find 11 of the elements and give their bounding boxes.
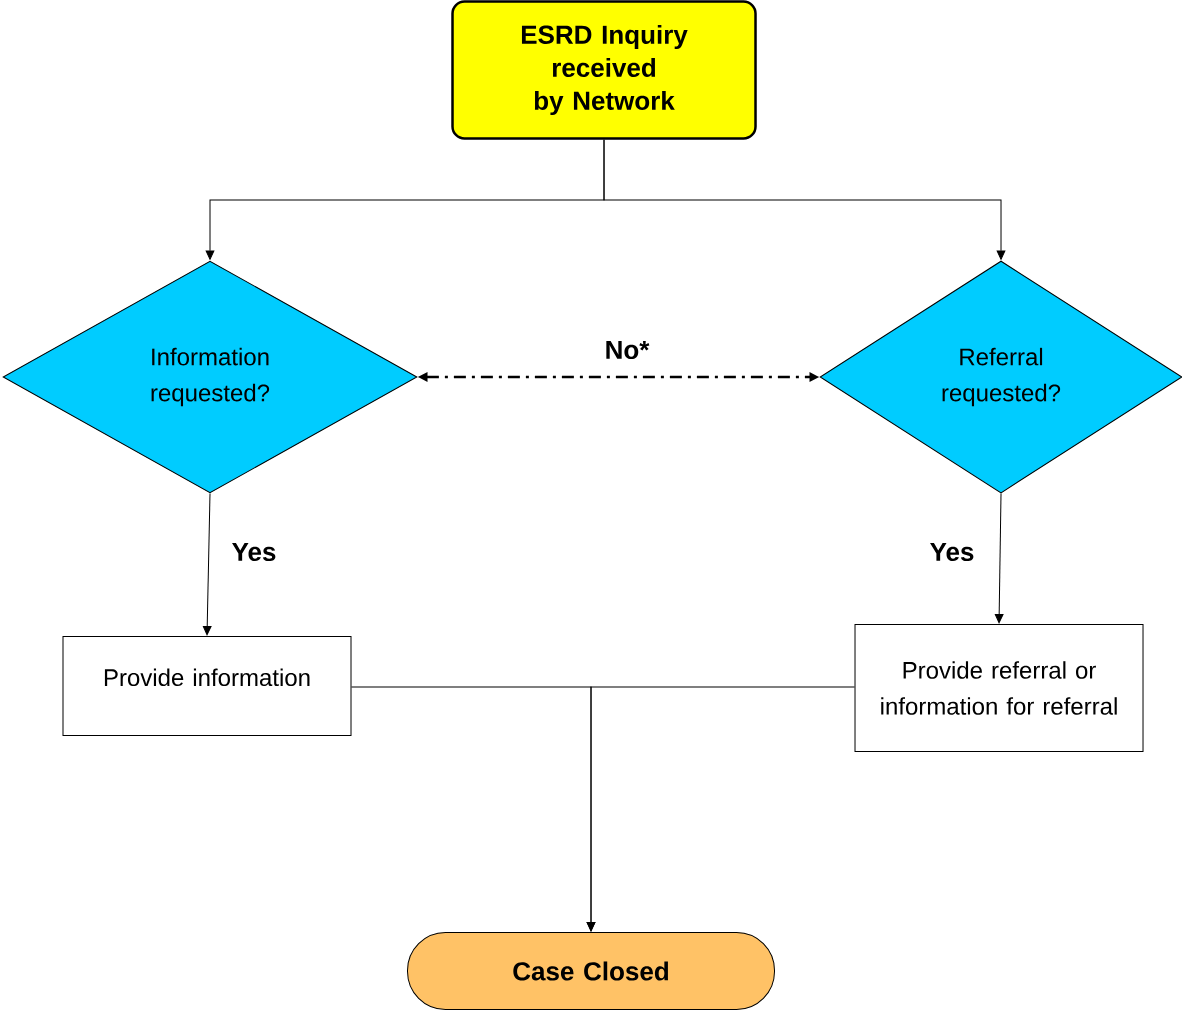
arrow — [603, 139, 1006, 260]
terminal-oval: Case Closed — [407, 932, 775, 1010]
process-box: Provide information — [62, 636, 352, 736]
arrow — [994, 493, 1004, 624]
process-box: Provide referral or information for referral — [854, 624, 1144, 752]
edge-label: No* — [602, 338, 652, 362]
start-box: ESRD Inquiry received by Network — [451, 0, 757, 140]
arrow — [202, 493, 212, 636]
edge-label: Yes — [927, 540, 977, 564]
arrow — [586, 686, 855, 932]
edge-label: Yes — [229, 540, 279, 564]
